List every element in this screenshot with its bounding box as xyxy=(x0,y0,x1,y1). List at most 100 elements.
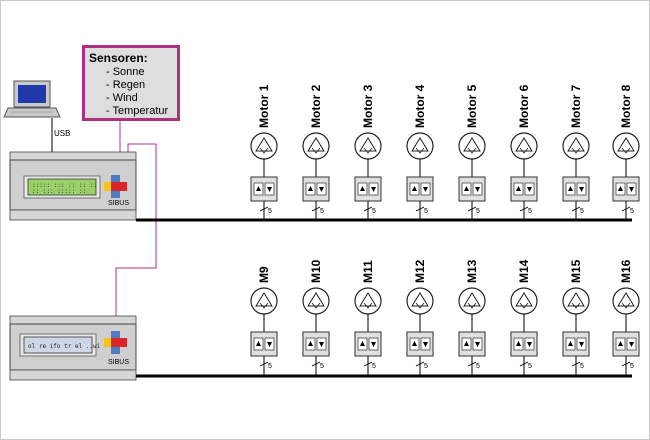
motor-label: M11 xyxy=(361,260,375,283)
motor-icon xyxy=(612,287,640,315)
motor-label: Motor 1 xyxy=(257,84,271,128)
laptop-icon xyxy=(3,80,61,118)
arrow-down-icon xyxy=(579,187,584,192)
wire-count-label: 5 xyxy=(476,363,480,370)
sensor-title: Sensoren: xyxy=(89,51,148,65)
button-up xyxy=(111,175,120,182)
brand-2: SIBUS xyxy=(108,359,129,366)
wire-count-label: 5 xyxy=(268,363,272,370)
motor-label: Motor 4 xyxy=(413,84,427,128)
arrow-up-icon xyxy=(360,186,365,191)
arrow-up-icon xyxy=(256,186,261,191)
motor-label: Motor 7 xyxy=(569,84,583,128)
motor-icon xyxy=(302,287,330,315)
arrow-up-icon xyxy=(516,186,521,191)
controller-2: ol re ifo tr el ..wi SIBUS xyxy=(9,315,137,381)
sensor-item-wind: - Wind xyxy=(106,92,138,104)
wire-count-label: 5 xyxy=(320,363,324,370)
motor-icon xyxy=(406,287,434,315)
arrow-down-icon xyxy=(527,187,532,192)
motor-icon xyxy=(250,287,278,315)
motor-unit: 5 xyxy=(406,132,434,220)
arrow-up-icon xyxy=(412,341,417,346)
wire-count-label: 5 xyxy=(630,363,634,370)
sensor-item-sun: - Sonne xyxy=(106,66,145,78)
motor-unit: 5 xyxy=(354,287,382,376)
motor-label: Motor 8 xyxy=(619,84,633,128)
motor-unit: 5 xyxy=(458,287,486,376)
arrow-down-icon xyxy=(423,187,428,192)
wire-count-label: 5 xyxy=(372,363,376,370)
motor-unit: 5 xyxy=(510,132,538,220)
arrow-down-icon xyxy=(527,342,532,347)
motor-unit: 5 xyxy=(406,287,434,376)
motor-icon xyxy=(458,287,486,315)
arrow-up-icon xyxy=(568,341,573,346)
lcd-text-1: ::::: ::: :: :: :: xyxy=(32,182,97,189)
motor-label: M14 xyxy=(517,259,531,283)
wire-count-label: 5 xyxy=(372,208,376,215)
arrow-up-icon xyxy=(412,186,417,191)
button-left xyxy=(104,182,111,191)
arrow-up-icon xyxy=(308,341,313,346)
motor-unit: 5 xyxy=(302,287,330,376)
arrow-up-icon xyxy=(464,341,469,346)
motor-unit: 5 xyxy=(562,132,590,220)
motor-label: Motor 5 xyxy=(465,84,479,128)
wire-count-label: 5 xyxy=(580,208,584,215)
controller-1: ::::: ::: :: :: :: :: ::: ::::: :: SIBUS xyxy=(9,151,137,221)
button-right xyxy=(120,182,127,191)
arrow-up-icon xyxy=(256,341,261,346)
sensor-box: Sensoren: - Sonne - Regen - Wind - Tempe… xyxy=(82,45,180,121)
sensor-item-temperature: - Temperatur xyxy=(106,105,169,117)
motor-icon xyxy=(562,132,590,160)
motor-label: M9 xyxy=(257,266,271,283)
motor-icon xyxy=(302,132,330,160)
arrow-up-icon xyxy=(360,341,365,346)
motor-unit: 5 xyxy=(354,132,382,220)
arrow-down-icon xyxy=(475,187,480,192)
arrow-down-icon xyxy=(579,342,584,347)
lcd-screen-2 xyxy=(23,336,93,354)
arrow-down-icon xyxy=(319,187,324,192)
motor-icon xyxy=(250,132,278,160)
usb-label: USB xyxy=(54,129,71,138)
arrow-down-icon xyxy=(475,342,480,347)
arrow-up-icon xyxy=(618,186,623,191)
wire-count-label: 5 xyxy=(528,363,532,370)
button-down xyxy=(111,191,120,198)
wire-count-label: 5 xyxy=(268,208,272,215)
motor-label: Motor 6 xyxy=(517,84,531,128)
motor-icon xyxy=(562,287,590,315)
motor-label: M12 xyxy=(413,259,427,283)
motor-unit: 5 xyxy=(302,132,330,220)
wire-count-label: 5 xyxy=(424,208,428,215)
motor-icon xyxy=(406,132,434,160)
lcd-text-2: ol re ifo tr el ..wi xyxy=(28,343,101,350)
motor-label: M13 xyxy=(465,259,479,283)
motor-icon xyxy=(510,287,538,315)
motor-unit: 5 xyxy=(250,132,278,220)
arrow-down-icon xyxy=(629,187,634,192)
sensor-signal-lines xyxy=(115,121,157,318)
motor-unit: 5 xyxy=(250,287,278,376)
motor-label: Motor 2 xyxy=(309,84,323,128)
arrow-up-icon xyxy=(464,186,469,191)
button-ok xyxy=(111,182,120,191)
motor-label: Motor 3 xyxy=(361,84,375,128)
arrow-down-icon xyxy=(371,187,376,192)
motor-label: M16 xyxy=(619,259,633,283)
arrow-down-icon xyxy=(267,342,272,347)
motor-icon xyxy=(458,132,486,160)
arrow-down-icon xyxy=(319,342,324,347)
motor-unit: 5 xyxy=(458,132,486,220)
motor-unit: 5 xyxy=(612,132,640,220)
arrow-down-icon xyxy=(629,342,634,347)
motor-icon xyxy=(510,132,538,160)
wire-count-label: 5 xyxy=(528,208,532,215)
wire-count-label: 5 xyxy=(320,208,324,215)
motor-unit: 5 xyxy=(612,287,640,376)
